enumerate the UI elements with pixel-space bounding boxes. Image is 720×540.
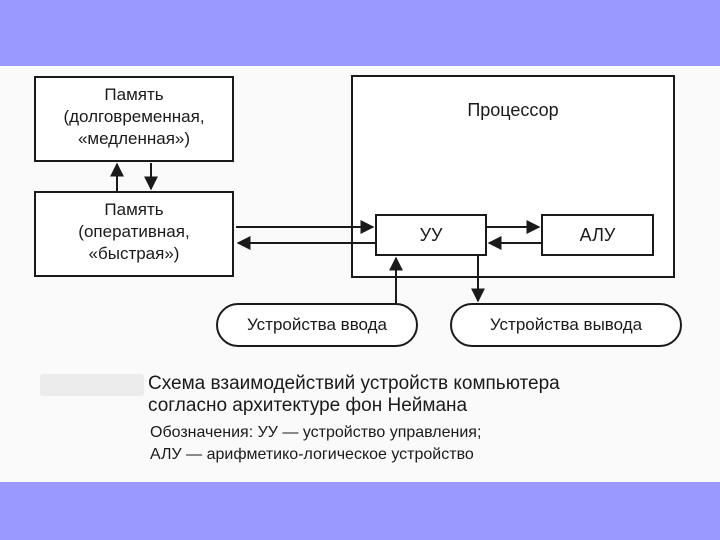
caption-line-3: Обозначения: УУ — устройство управления; <box>150 424 482 441</box>
operative-memory-box: Память (оперативная, «быстрая») <box>34 191 234 277</box>
processor-title: Процессор <box>467 100 559 120</box>
caption-line-4: АЛУ — арифметико-логическое устройство <box>150 446 474 463</box>
slide-content: Память (долговременная, «медленная») Пам… <box>0 66 720 482</box>
long-term-memory-label-1: Память <box>104 85 164 104</box>
operative-memory-label-3: «быстрая») <box>88 244 180 263</box>
input-devices-node: Устройства ввода <box>216 303 418 347</box>
caption-line-1: Схема взаимодействий устройств компьютер… <box>148 373 560 394</box>
long-term-memory-label-3: «медленная») <box>77 129 191 148</box>
faded-figure-label <box>40 374 144 396</box>
operative-memory-label-1: Память <box>104 200 164 219</box>
long-term-memory-label-2: (долговременная, <box>63 107 205 126</box>
long-term-memory-box: Память (долговременная, «медленная») <box>34 76 234 162</box>
alu-box: АЛУ <box>541 214 654 256</box>
output-devices-node: Устройства вывода <box>450 303 682 347</box>
operative-memory-label-2: (оперативная, <box>78 222 190 241</box>
control-unit-box: УУ <box>375 214 487 256</box>
caption-line-2: согласно архитектуре фон Неймана <box>148 395 468 416</box>
top-band <box>0 0 720 66</box>
connection-arrows <box>110 162 541 303</box>
bottom-band <box>0 482 720 540</box>
